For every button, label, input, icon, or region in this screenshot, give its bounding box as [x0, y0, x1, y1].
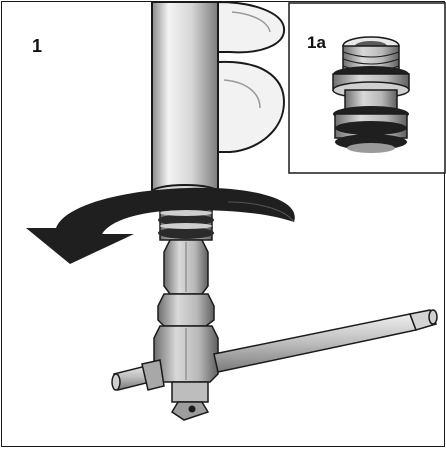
step-label-main: 1 [32, 36, 43, 56]
socket-wrench [153, 239, 219, 421]
tommy-bar [111, 309, 438, 391]
cartridge-detail [332, 36, 410, 153]
rotation-arrow [26, 187, 295, 264]
faucet-body [151, 2, 286, 200]
step-label-inset: 1a [307, 33, 326, 52]
